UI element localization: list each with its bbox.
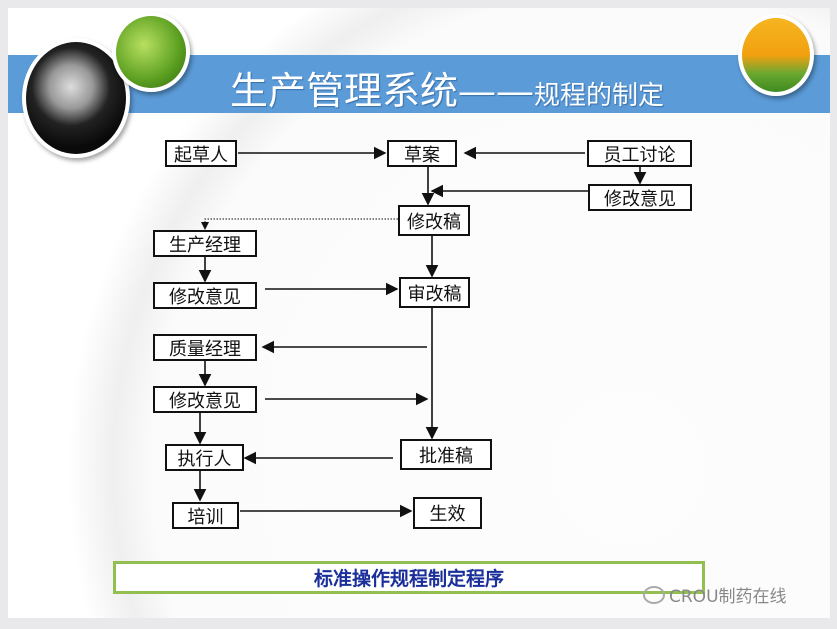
node-quality-manager: 质量经理 [153, 334, 257, 361]
node-review-draft: 审改稿 [399, 277, 470, 308]
tulip-image [738, 14, 814, 96]
slide: 生产管理系统——规程的制定 [8, 8, 830, 618]
node-approved-draft: 批准稿 [400, 439, 492, 470]
leaf-image [112, 12, 190, 92]
node-revision-opinion-2: 修改意见 [153, 282, 257, 309]
node-staff-discussion: 员工讨论 [587, 140, 692, 167]
node-revised-draft: 修改稿 [398, 205, 470, 236]
dotted-arrow [201, 218, 398, 230]
title-sub: 规程的制定 [534, 81, 665, 111]
node-drafter: 起草人 [165, 140, 237, 167]
node-executor: 执行人 [165, 444, 244, 471]
title-main: 生产管理系统—— [230, 69, 535, 113]
node-revision-opinion-3: 修改意见 [153, 386, 257, 413]
node-effective: 生效 [413, 497, 482, 529]
node-training: 培训 [172, 502, 239, 529]
node-revision-opinion-1: 修改意见 [588, 184, 692, 211]
diagram-caption: 标准操作规程制定程序 [113, 561, 705, 594]
node-production-manager: 生产经理 [153, 230, 257, 257]
watermark: CROU制药在线 [643, 582, 787, 607]
watermark-text: CROU制药在线 [669, 587, 787, 607]
wechat-icon [643, 585, 665, 604]
page-title: 生产管理系统——规程的制定 [230, 60, 664, 115]
node-draft: 草案 [387, 140, 457, 167]
